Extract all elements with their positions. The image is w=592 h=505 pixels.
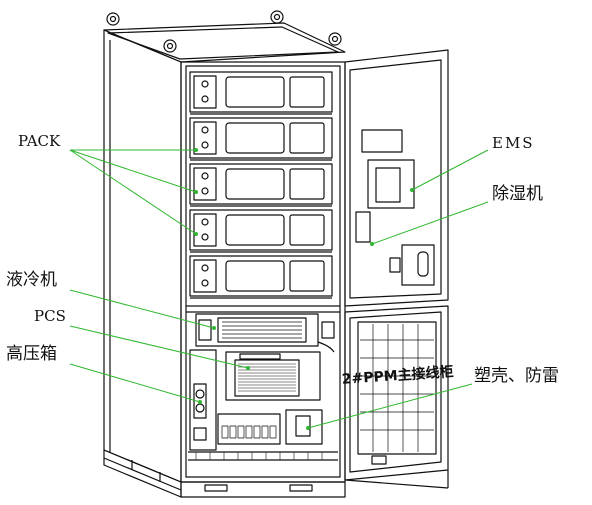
pack-module xyxy=(189,163,333,207)
leader-mccb-surge xyxy=(307,383,473,429)
leader-liquid-cooler xyxy=(69,289,215,329)
hv-box-unit xyxy=(189,349,217,451)
cabinet-body xyxy=(103,22,346,498)
pack-module xyxy=(189,117,333,161)
leader-pack-3 xyxy=(69,149,197,235)
label-liquid-cooler: 液冷机 xyxy=(6,270,57,290)
pack-module xyxy=(189,209,333,253)
label-pack: PACK xyxy=(18,132,61,150)
leader-pcs xyxy=(69,325,249,369)
pcs-unit xyxy=(225,351,321,401)
pack-modules xyxy=(189,71,333,299)
door-lower xyxy=(344,305,449,489)
door-upper xyxy=(344,49,449,307)
label-ems: EMS xyxy=(492,134,535,152)
liquid-cooler-unit xyxy=(195,313,335,353)
label-dehumidifier: 除湿机 xyxy=(492,184,543,204)
leader-pack-2 xyxy=(69,149,197,193)
label-pcs: PCS xyxy=(34,307,66,325)
pack-module xyxy=(189,71,333,115)
label-hv-box: 高压箱 xyxy=(6,344,57,364)
mccb-surge-unit xyxy=(188,409,338,461)
label-mccb-surge: 塑壳、防雷 xyxy=(474,366,559,386)
leader-dehumidifier xyxy=(371,201,489,245)
lifting-eyes xyxy=(106,10,342,53)
leader-ems xyxy=(411,149,489,191)
leader-hv-box xyxy=(69,363,201,403)
pack-module xyxy=(189,255,333,299)
